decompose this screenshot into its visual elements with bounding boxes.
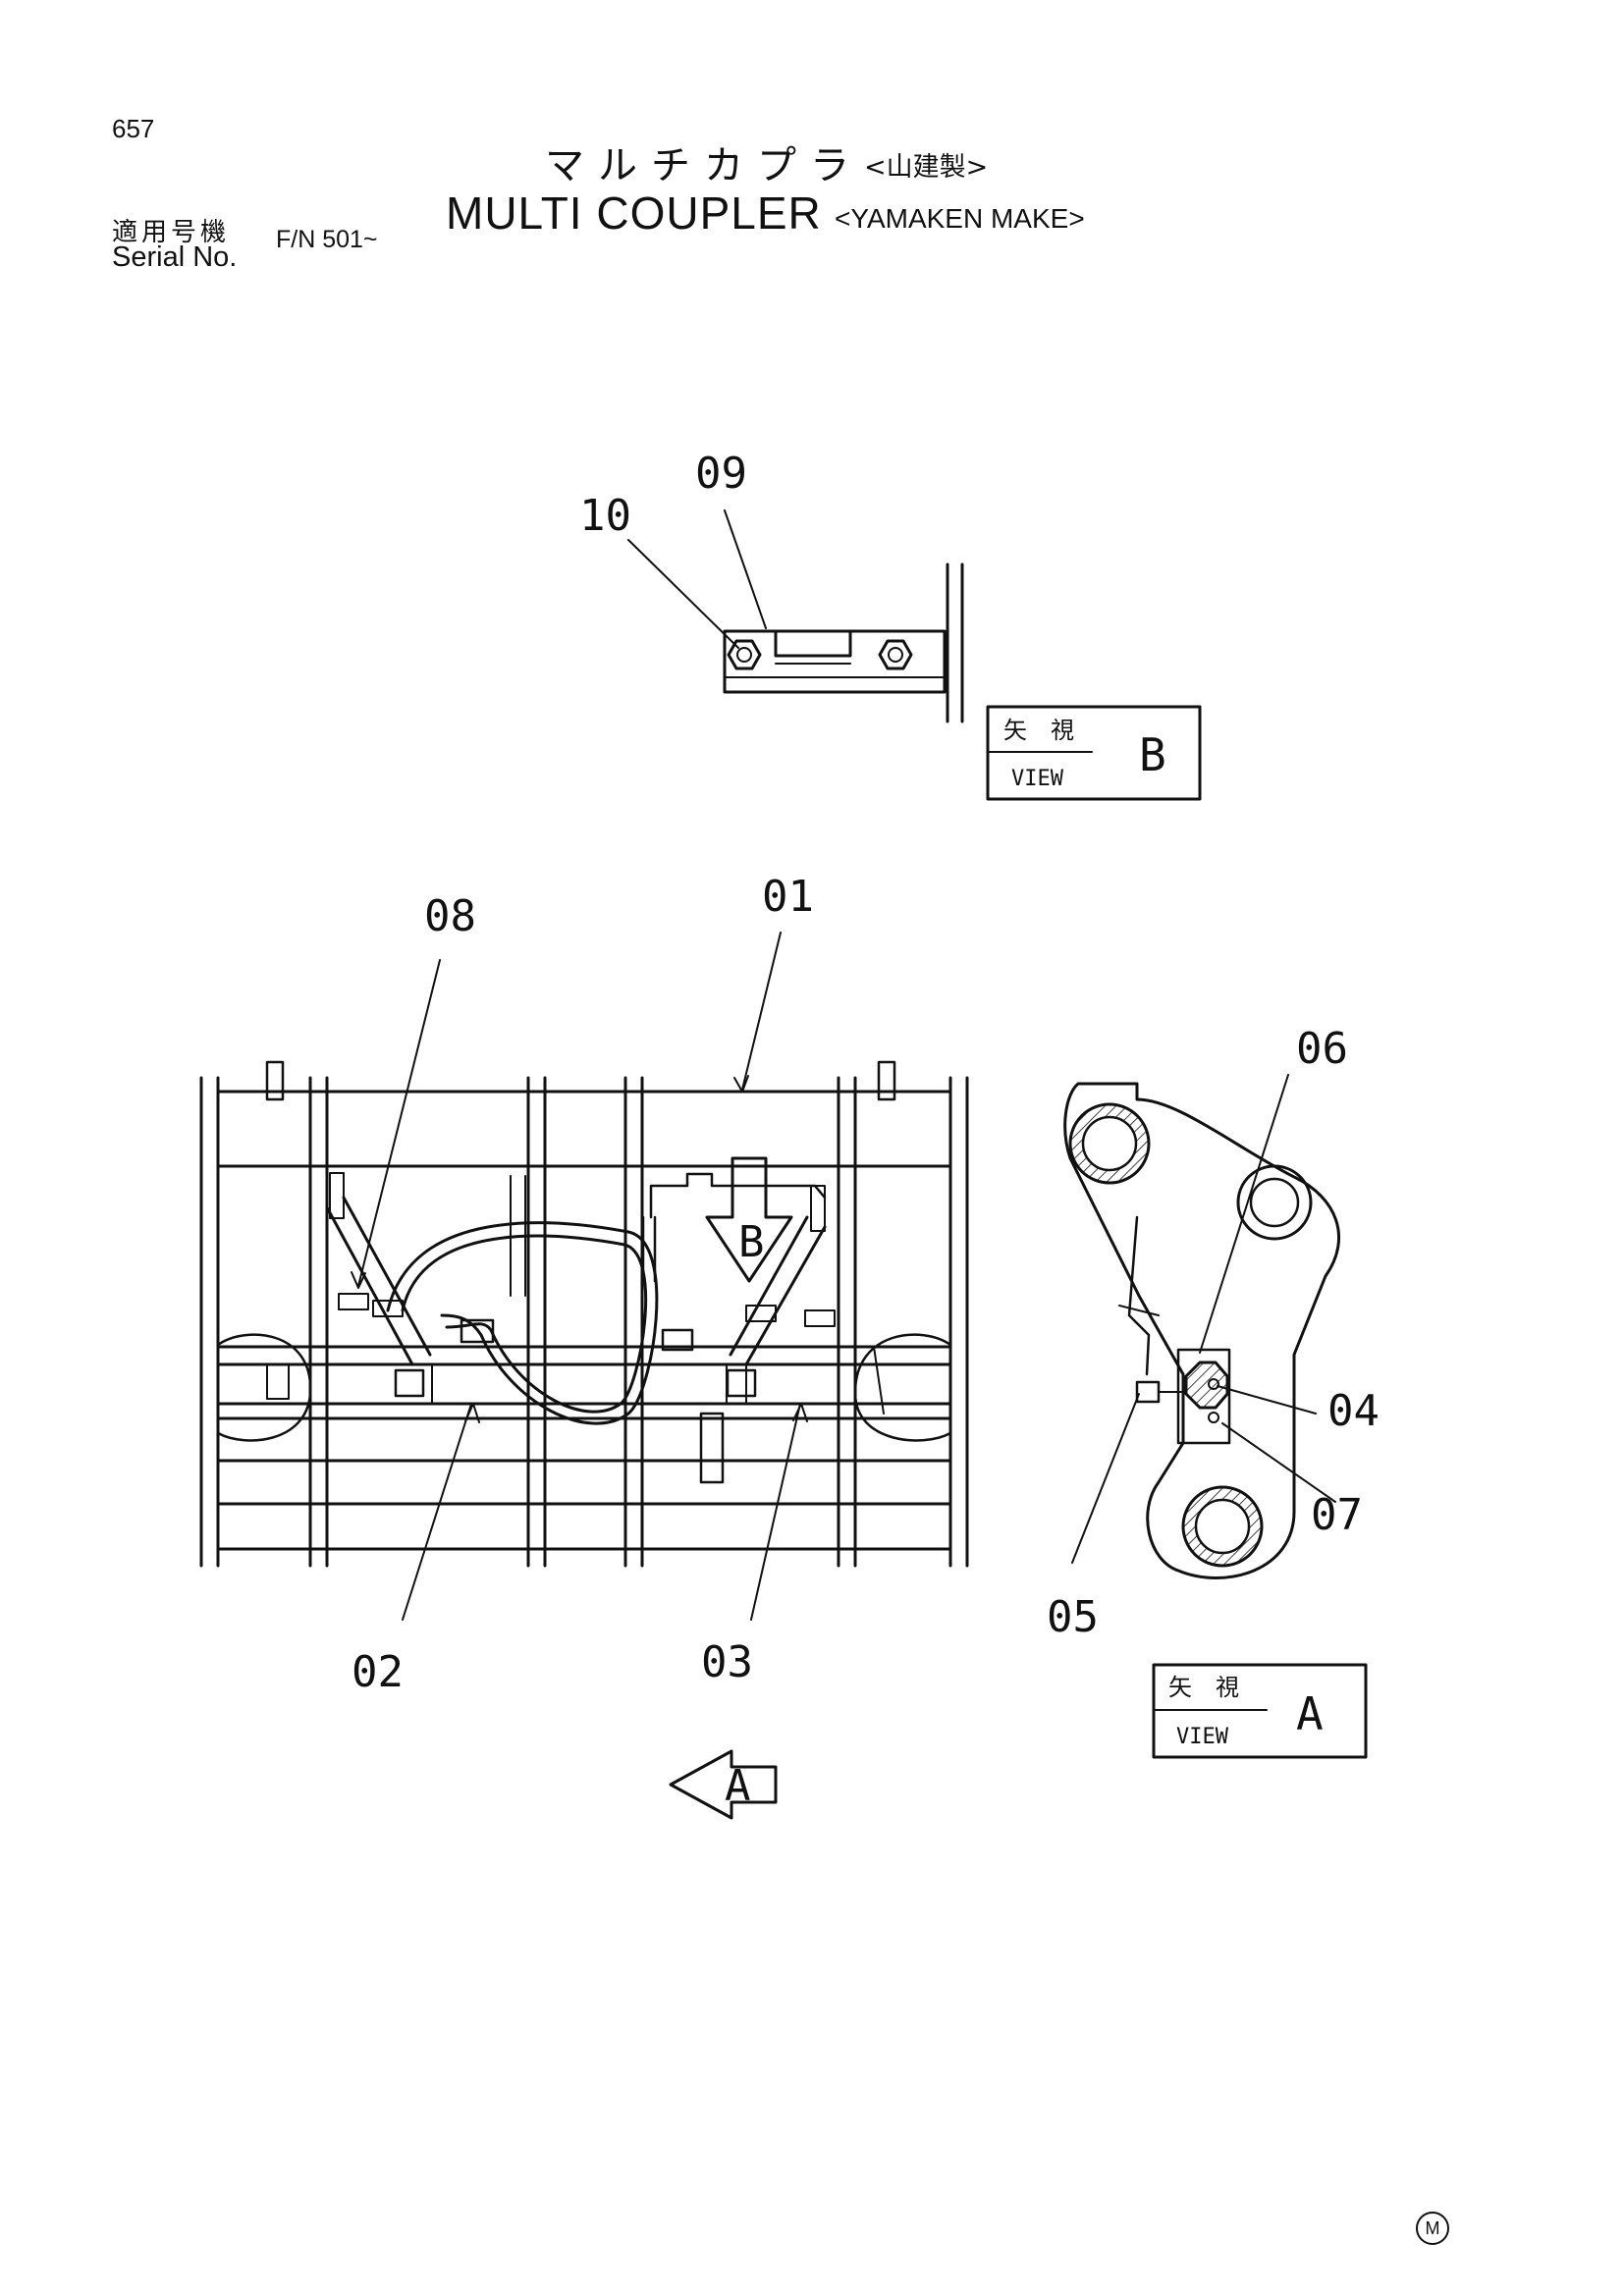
- callout-08: 08: [424, 891, 476, 941]
- bolt-head-left: [727, 639, 762, 670]
- title-english: MULTI COUPLER: [446, 187, 822, 239]
- view-b-detail: [627, 509, 964, 723]
- callout-05: 05: [1047, 1592, 1099, 1642]
- callout-04: 04: [1327, 1386, 1380, 1436]
- callout-09: 09: [695, 449, 747, 499]
- title-japanese-maker: <山建製>: [864, 152, 989, 183]
- page-number: 657: [112, 114, 155, 143]
- view-b-letter: B: [1139, 728, 1166, 781]
- serial-label-english: Serial No.: [112, 241, 238, 273]
- view-a-letter: A: [1296, 1687, 1324, 1740]
- side-view-a: [1063, 1082, 1341, 1579]
- main-view-leaders: [351, 932, 808, 1621]
- view-a-en-label: VIEW: [1176, 1725, 1229, 1749]
- title-japanese: マルチカプラ: [545, 143, 863, 188]
- callout-10: 10: [579, 491, 631, 541]
- arrow-a-icon: [669, 1749, 778, 1820]
- side-view-leaders: [1071, 1074, 1336, 1564]
- callout-01: 01: [762, 872, 814, 922]
- arrow-b-letter: B: [738, 1217, 765, 1267]
- view-b-en-label: VIEW: [1011, 767, 1064, 791]
- callout-06: 06: [1296, 1024, 1348, 1074]
- serial-label-japanese: 適用号機: [112, 218, 231, 247]
- view-b-jp-label: 矢 視: [1003, 717, 1074, 744]
- arrow-b-icon: [705, 1156, 793, 1283]
- manufacturer-mark: M: [1416, 2212, 1449, 2245]
- callout-07: 07: [1311, 1490, 1363, 1540]
- coupler-front-view: [199, 1060, 969, 1568]
- serial-number-value: F/N 501~: [276, 226, 378, 253]
- callout-03: 03: [701, 1637, 753, 1687]
- view-a-label-box: [1152, 1663, 1368, 1759]
- bolt-head-right: [878, 639, 913, 670]
- view-b-label-box: [986, 705, 1202, 801]
- callout-02: 02: [352, 1647, 404, 1697]
- view-a-jp-label: 矢 視: [1168, 1674, 1239, 1701]
- arrow-a-letter: A: [725, 1761, 751, 1811]
- title-english-maker: <YAMAKEN MAKE>: [835, 203, 1085, 234]
